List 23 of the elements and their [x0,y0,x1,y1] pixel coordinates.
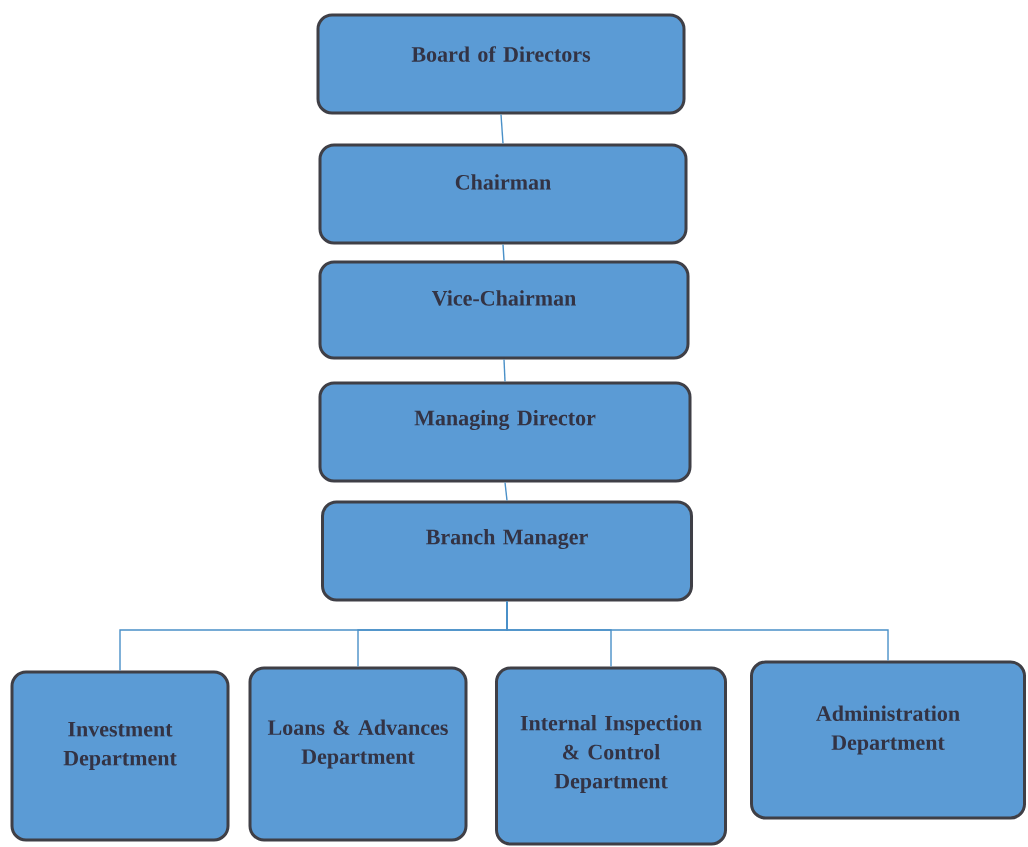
box-label: Managing Director [414,409,596,431]
connector-line [500,113,504,145]
org-box [321,500,693,602]
connector-line [502,243,505,262]
box-label: Internal Inspection & Control Department [520,715,702,793]
box-label: Administration Department [816,705,960,755]
org-box [495,666,727,846]
box-label: Chairman [455,174,551,190]
org-box [318,143,688,245]
org-box [10,670,230,842]
org-box [316,13,686,115]
connector-line [504,481,508,502]
org-box [318,260,690,360]
connector-line [503,358,506,383]
connector-line [506,600,889,662]
box-label: Investment Department [63,721,177,771]
box-label: Vice-Chairman [431,290,576,306]
box-label: Board of Directors [411,46,591,62]
org-box [318,381,692,483]
box-label: Loans & Advances Department [267,719,448,769]
org-box [750,660,1026,820]
org-box [248,666,468,842]
box-label: Branch Manager [426,528,588,550]
